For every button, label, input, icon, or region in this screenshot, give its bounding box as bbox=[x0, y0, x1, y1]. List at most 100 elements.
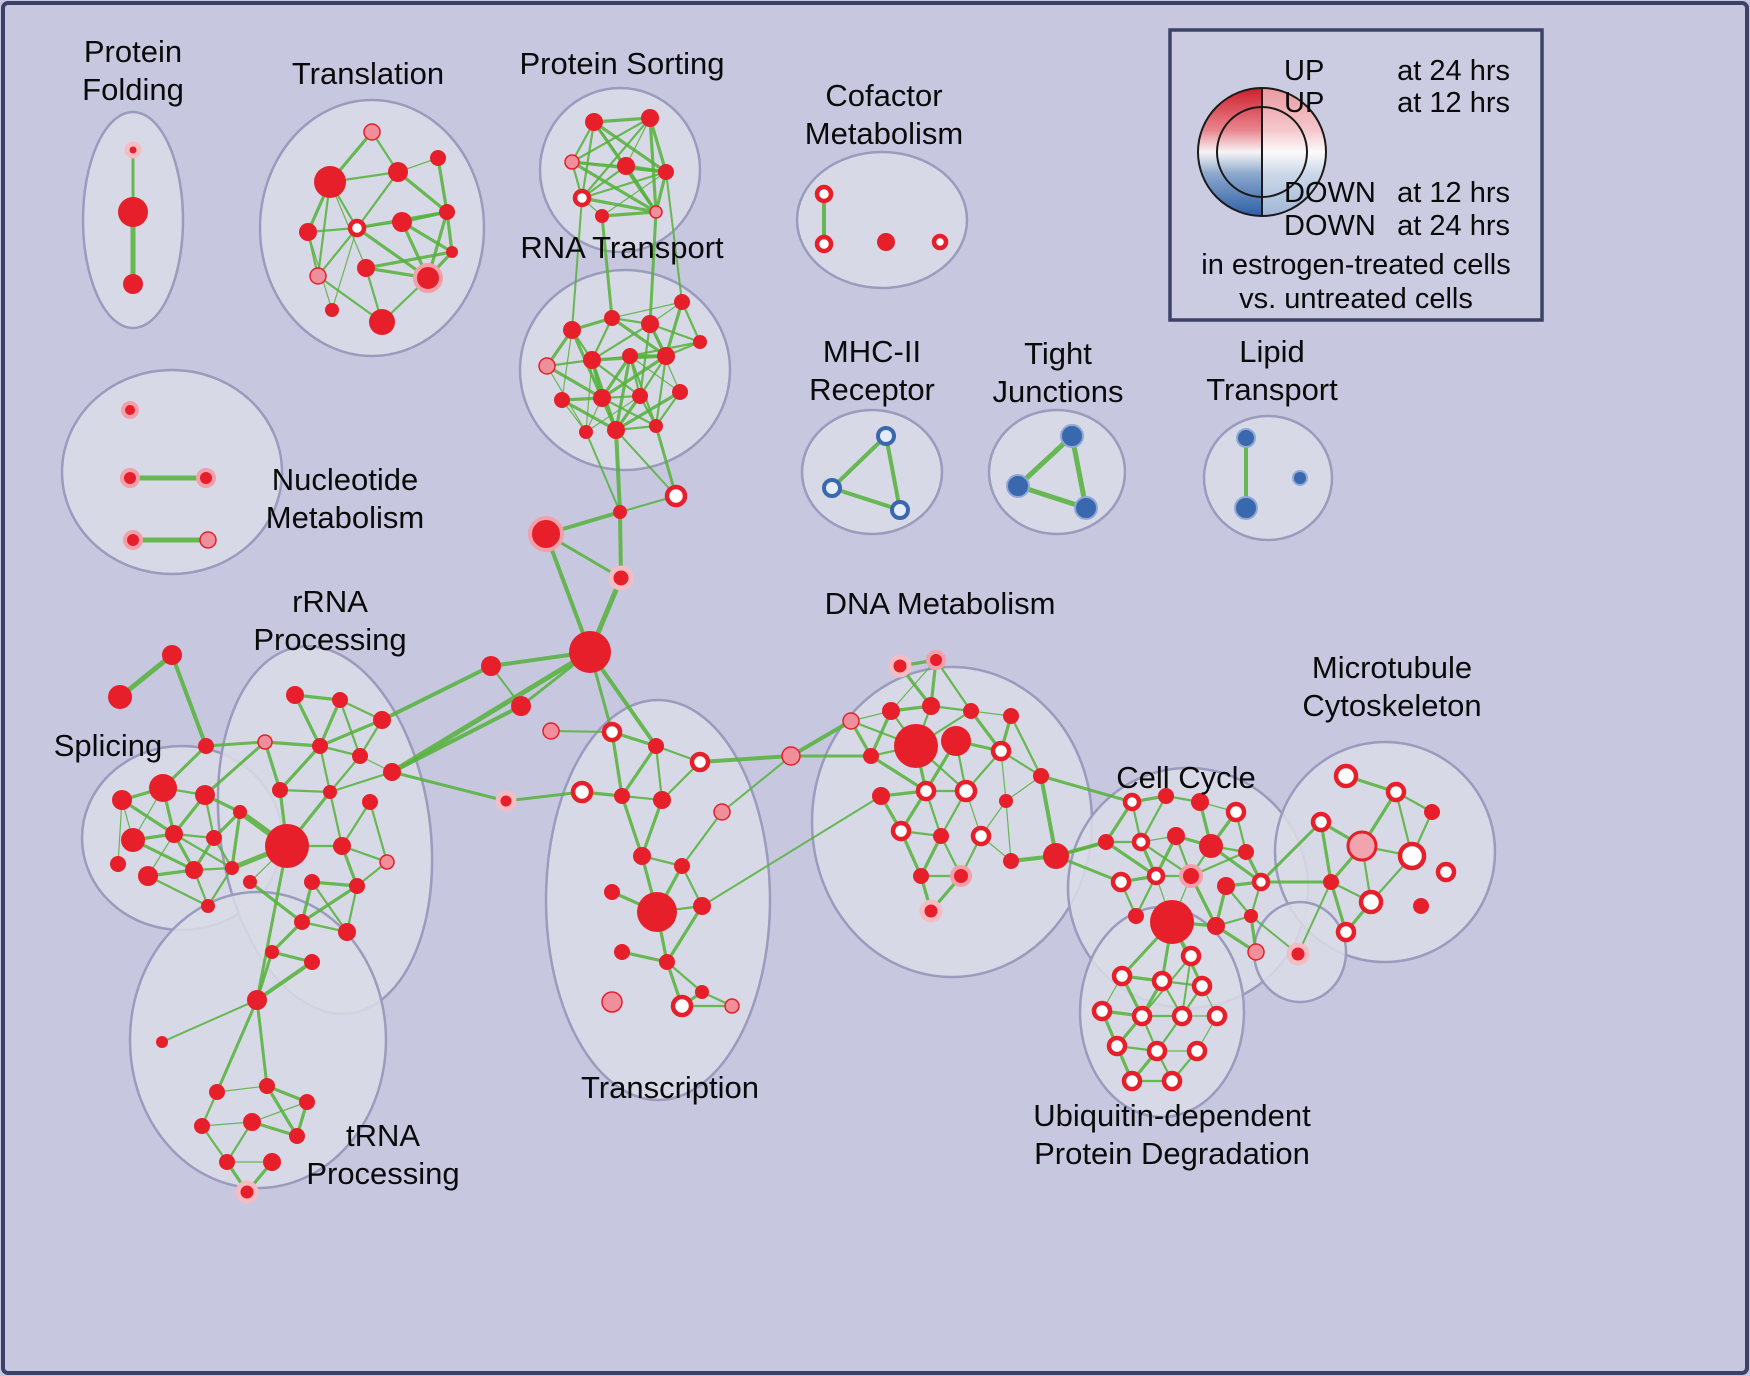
legend-direction-label: UP bbox=[1284, 87, 1324, 119]
network-node bbox=[579, 425, 593, 439]
network-edge bbox=[338, 698, 362, 758]
network-node bbox=[693, 335, 707, 349]
network-node bbox=[872, 787, 890, 805]
network-edge bbox=[580, 170, 668, 200]
network-node bbox=[225, 861, 239, 875]
network-node bbox=[689, 751, 711, 773]
network-node bbox=[1217, 877, 1235, 895]
network-node bbox=[890, 820, 912, 842]
network-node bbox=[970, 825, 992, 847]
network-node bbox=[814, 234, 834, 254]
network-node bbox=[1180, 945, 1202, 967]
network-edge bbox=[263, 740, 322, 748]
network-node bbox=[617, 157, 635, 175]
network-node bbox=[1199, 834, 1223, 858]
network-node bbox=[614, 944, 630, 960]
network-node bbox=[1310, 811, 1332, 833]
network-node bbox=[439, 204, 455, 220]
network-edge bbox=[640, 798, 664, 858]
network-node bbox=[601, 721, 623, 743]
network-node bbox=[289, 1128, 305, 1144]
network-node bbox=[1186, 1040, 1208, 1062]
network-node bbox=[265, 824, 309, 868]
network-node bbox=[913, 868, 929, 884]
network-edge bbox=[1015, 433, 1075, 489]
network-node bbox=[926, 650, 946, 670]
network-edge bbox=[368, 800, 389, 864]
network-edge bbox=[830, 434, 888, 490]
cluster-label-nucleotide-metabolism: Nucleotide bbox=[272, 462, 418, 497]
network-edge bbox=[638, 322, 652, 398]
inter-cluster-edge bbox=[1297, 881, 1332, 955]
network-node bbox=[312, 738, 328, 754]
network-node bbox=[941, 726, 971, 756]
network-node bbox=[123, 530, 143, 550]
network-node bbox=[430, 150, 446, 166]
network-node bbox=[304, 954, 320, 970]
legend-caption: in estrogen-treated cells bbox=[1201, 249, 1511, 281]
inter-cluster-edge bbox=[698, 754, 793, 764]
network-node bbox=[554, 392, 570, 408]
network-node bbox=[120, 468, 140, 488]
network-edge bbox=[585, 359, 593, 433]
cluster-label-cofactor-metabolism: Cofactor bbox=[825, 78, 942, 113]
network-node bbox=[569, 631, 611, 673]
network-node bbox=[593, 389, 611, 407]
network-node bbox=[1333, 763, 1359, 789]
network-node bbox=[165, 825, 183, 843]
network-edge bbox=[580, 196, 658, 214]
network-node bbox=[233, 805, 247, 819]
network-node bbox=[963, 703, 979, 719]
network-node bbox=[369, 309, 395, 335]
cluster-label-protein-sorting: Protein Sorting bbox=[519, 46, 724, 81]
network-edge bbox=[117, 799, 123, 865]
network-node bbox=[118, 197, 148, 227]
network-node bbox=[622, 348, 638, 364]
inter-cluster-edge bbox=[255, 960, 314, 1002]
network-node bbox=[1122, 792, 1142, 812]
network-node bbox=[1003, 708, 1019, 724]
network-node bbox=[1385, 781, 1407, 803]
network-edge bbox=[316, 274, 384, 324]
inter-cluster-edge bbox=[390, 770, 508, 803]
network-node bbox=[388, 162, 408, 182]
network-edge bbox=[216, 1085, 268, 1093]
network-node bbox=[1323, 874, 1339, 890]
network-node bbox=[528, 516, 564, 552]
network-edge bbox=[1069, 433, 1089, 511]
network-node bbox=[1397, 841, 1427, 871]
network-node bbox=[309, 267, 327, 285]
network-edge bbox=[585, 395, 641, 433]
network-edge bbox=[1104, 840, 1158, 878]
network-node bbox=[595, 209, 609, 223]
network-node bbox=[781, 746, 801, 766]
network-node bbox=[999, 794, 1013, 808]
network-node bbox=[658, 164, 674, 180]
network-node bbox=[649, 205, 663, 219]
network-node bbox=[693, 897, 711, 915]
network-node bbox=[1179, 864, 1203, 888]
legend-time-label: at 24 hrs bbox=[1397, 55, 1510, 87]
network-node bbox=[209, 1084, 225, 1100]
network-node bbox=[1251, 872, 1271, 892]
network-node bbox=[607, 421, 625, 439]
cluster-label-rrna-processing: rRNA bbox=[292, 584, 368, 619]
cluster-ellipse-cofactor-metabolism bbox=[795, 150, 969, 290]
network-node bbox=[1244, 909, 1258, 923]
network-node bbox=[990, 740, 1012, 762]
network-node bbox=[842, 712, 860, 730]
network-node bbox=[1121, 1070, 1143, 1092]
network-node bbox=[604, 884, 620, 900]
network-node bbox=[641, 109, 659, 127]
network-node bbox=[1413, 898, 1429, 914]
network-node bbox=[822, 478, 842, 498]
inter-cluster-edge bbox=[654, 424, 678, 498]
network-node bbox=[1091, 1000, 1113, 1022]
network-node bbox=[332, 692, 348, 708]
network-edge bbox=[664, 300, 684, 358]
network-node bbox=[1225, 801, 1247, 823]
